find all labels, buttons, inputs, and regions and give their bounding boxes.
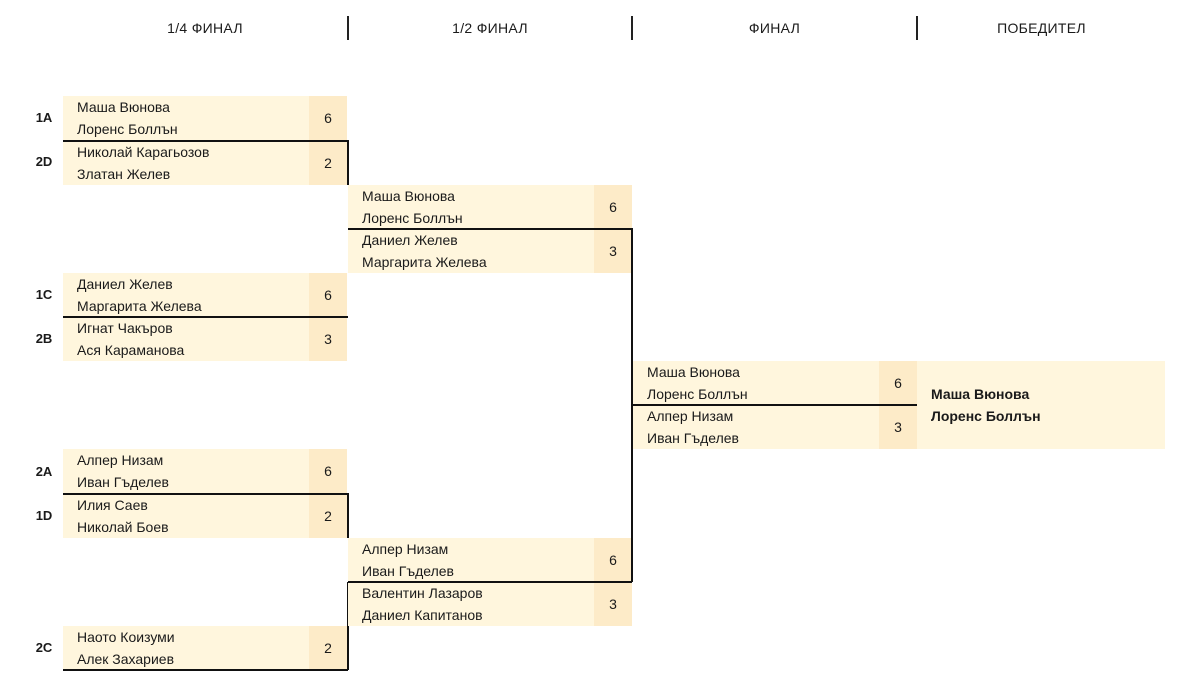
bracket-line bbox=[348, 228, 632, 230]
bracket-line bbox=[348, 581, 632, 583]
player-name: Даниел Капитанов bbox=[362, 607, 483, 623]
seed-label: 2C bbox=[35, 640, 53, 655]
stage-title-semifinal: 1/2 ФИНАЛ bbox=[452, 20, 528, 36]
score-cell: 3 bbox=[594, 582, 632, 626]
bracket-line bbox=[347, 582, 349, 670]
player-name: Алпер Низам bbox=[362, 541, 449, 557]
team-entry: Алпер Низам Иван Гъделев 6 bbox=[63, 449, 347, 493]
player-name: Игнат Чакъров bbox=[77, 320, 173, 336]
team-entry: Даниел Желев Маргарита Желева 3 bbox=[348, 229, 632, 273]
team-entry: Игнат Чакъров Ася Караманова 3 bbox=[63, 317, 347, 361]
bracket-line bbox=[63, 493, 348, 495]
score-cell: 3 bbox=[309, 317, 347, 361]
player-name: Даниел Желев bbox=[77, 276, 173, 292]
score-cell: 2 bbox=[309, 494, 347, 538]
winner-name: Маша Вюнова bbox=[931, 386, 1030, 402]
score-cell: 6 bbox=[594, 185, 632, 229]
seed-label: 1C bbox=[35, 287, 53, 302]
bracket-line bbox=[63, 140, 348, 142]
bracket-line bbox=[633, 404, 917, 406]
bracket-line bbox=[63, 669, 348, 671]
player-name: Иван Гъделев bbox=[647, 430, 739, 446]
winner-box: Маша Вюнова Лоренс Боллън bbox=[917, 361, 1165, 449]
player-name: Алек Захариев bbox=[77, 651, 175, 667]
player-name: Наото Коизуми bbox=[77, 629, 175, 645]
player-name: Илия Саев bbox=[77, 497, 148, 513]
score-cell: 6 bbox=[879, 361, 917, 405]
team-entry: Маша Вюнова Лоренс Боллън 6 bbox=[348, 185, 632, 229]
stage-title-final: ФИНАЛ bbox=[748, 20, 801, 36]
player-name: Лоренс Боллън bbox=[362, 210, 463, 226]
player-name: Лоренс Боллън bbox=[77, 121, 178, 137]
player-name: Иван Гъделев bbox=[362, 563, 454, 579]
player-name: Валентин Лазаров bbox=[362, 585, 483, 601]
player-name: Николай Боев bbox=[77, 519, 169, 535]
bracket-line bbox=[347, 493, 349, 538]
winner-name: Лоренс Боллън bbox=[931, 408, 1041, 424]
score-cell: 2 bbox=[309, 141, 347, 185]
player-name: Златан Желев bbox=[77, 166, 171, 182]
player-name: Маша Вюнова bbox=[647, 364, 740, 380]
team-entry: Николай Карагьозов Златан Желев 2 bbox=[63, 141, 347, 185]
player-name: Ася Караманова bbox=[77, 342, 185, 358]
team-entry: Маша Вюнова Лоренс Боллън 6 bbox=[63, 96, 347, 140]
bracket-line bbox=[631, 228, 633, 582]
stage-separator bbox=[916, 16, 918, 40]
score-cell: 6 bbox=[594, 538, 632, 582]
team-entry: Валентин Лазаров Даниел Капитанов 3 bbox=[348, 582, 632, 626]
score-cell: 3 bbox=[879, 405, 917, 449]
seed-label: 2A bbox=[35, 464, 53, 479]
stage-separator bbox=[347, 16, 349, 40]
player-name: Николай Карагьозов bbox=[77, 144, 210, 160]
seed-label: 1D bbox=[35, 508, 53, 523]
player-name: Алпер Низам bbox=[77, 452, 164, 468]
team-entry: Даниел Желев Маргарита Желева 6 bbox=[63, 273, 347, 317]
player-name: Маргарита Желева bbox=[362, 254, 487, 270]
bracket-line bbox=[63, 316, 348, 318]
player-name: Маргарита Желева bbox=[77, 298, 202, 314]
player-name: Маша Вюнова bbox=[77, 99, 170, 115]
team-entry: Алпер Низам Иван Гъделев 6 bbox=[348, 538, 632, 582]
stage-separator bbox=[631, 16, 633, 40]
seed-label: 2B bbox=[35, 331, 53, 346]
player-name: Лоренс Боллън bbox=[647, 386, 748, 402]
seed-label: 2D bbox=[35, 154, 53, 169]
team-entry: Наото Коизуми Алек Захариев 2 bbox=[63, 626, 347, 670]
team-entry: Маша Вюнова Лоренс Боллън 6 bbox=[633, 361, 917, 405]
score-cell: 2 bbox=[309, 626, 347, 670]
team-entry: Илия Саев Николай Боев 2 bbox=[63, 494, 347, 538]
team-entry: Алпер Низам Иван Гъделев 3 bbox=[633, 405, 917, 449]
player-name: Маша Вюнова bbox=[362, 188, 455, 204]
bracket-line bbox=[347, 140, 349, 185]
score-cell: 3 bbox=[594, 229, 632, 273]
stage-title-quarterfinal: 1/4 ФИНАЛ bbox=[167, 20, 243, 36]
player-name: Иван Гъделев bbox=[77, 474, 169, 490]
player-name: Алпер Низам bbox=[647, 408, 734, 424]
score-cell: 6 bbox=[309, 96, 347, 140]
player-name: Даниел Желев bbox=[362, 232, 458, 248]
seed-label: 1A bbox=[35, 110, 53, 125]
stage-title-winner: ПОБЕДИТЕЛ bbox=[997, 20, 1086, 36]
score-cell: 6 bbox=[309, 449, 347, 493]
score-cell: 6 bbox=[309, 273, 347, 317]
